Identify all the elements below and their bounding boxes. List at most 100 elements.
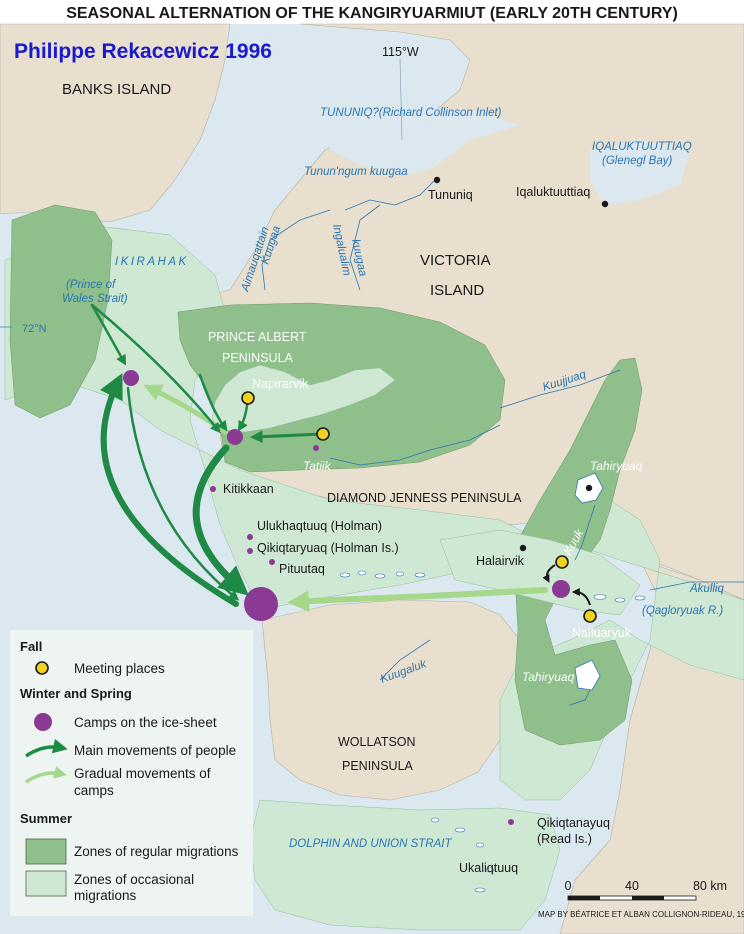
camp-kitikkaan	[210, 486, 216, 492]
latitude-label: 72°N	[22, 323, 47, 335]
main-arrow-big-up	[100, 372, 239, 607]
gradual-arrow-east	[287, 587, 548, 613]
main-movement-arrows	[90, 303, 324, 607]
place-read-is: (Read Is.)	[537, 832, 592, 846]
black-arrow-north	[542, 564, 556, 583]
meeting-kuuk	[555, 555, 569, 569]
legend-gradual-label-1: Gradual movements of	[74, 766, 211, 781]
water-tahiryuaq-north: Tahiryuaq	[590, 459, 643, 473]
scale-label-0: 0	[565, 879, 572, 893]
south-bay-channel	[439, 529, 641, 616]
place-nalluaryuk: Nalluaryuk	[572, 626, 632, 640]
scale-label-80: 80 km	[693, 879, 727, 893]
black-arrow-south	[571, 588, 591, 606]
place-halairvik: Halairvik	[476, 554, 525, 568]
region-prince-albert-peninsula: PENINSULA	[222, 351, 294, 365]
legend-regular-swatch	[25, 838, 67, 865]
place-qikiqtanayuq: Qikiqtanayuq	[537, 816, 610, 830]
camps	[123, 370, 570, 825]
legend-main-label: Main movements of people	[74, 743, 236, 758]
legend-winter-heading: Winter and Spring	[20, 686, 132, 701]
place-qikiqtaryuaq: Qikiqtaryuaq (Holman Is.)	[257, 541, 399, 555]
water-dolphin-union-strait: DOLPHIN AND UNION STRAIT	[289, 838, 452, 850]
island-dots	[339, 570, 646, 893]
regular-zone-banks	[9, 204, 113, 419]
map-source-credit: MAP BY BÉATRICE ET ALBAN COLLIGNON-RIDEA…	[538, 910, 744, 919]
camp-ulukhaqtuuq	[247, 534, 253, 540]
region-prince-albert: PRINCE ALBERT	[208, 330, 307, 344]
legend-regular-label: Zones of regular migrations	[74, 844, 239, 859]
legend-camp-symbol	[34, 713, 52, 731]
region-wollaston-peninsula: PENINSULA	[342, 759, 414, 773]
main-arrow-pws-to-camp-central	[90, 303, 221, 434]
author-credit: Philippe Rekacewicz 1996	[14, 40, 272, 63]
water-tununiq-inlet: TUNUNIQ?(Richard Collinson Inlet)	[320, 107, 502, 119]
legend-occasional-swatch	[25, 870, 67, 897]
place-napirarvik: Napirarvik	[252, 377, 309, 391]
region-island: ISLAND	[430, 282, 484, 299]
legend-occasional-label-2: migrations	[74, 888, 137, 903]
camp-large	[244, 587, 278, 621]
main-arrow-prince-albert	[198, 373, 228, 432]
legend-summer-heading: Summer	[20, 811, 72, 826]
legend-meeting-label: Meeting places	[74, 661, 165, 676]
meeting-napirarvik	[241, 391, 255, 405]
camp-east	[552, 580, 570, 598]
region-victoria: VICTORIA	[420, 252, 491, 269]
legend-gradual-arrow	[25, 766, 67, 784]
region-diamond-jenness: DIAMOND JENNESS PENINSULA	[327, 491, 522, 505]
dolphin-strait-zone	[249, 799, 561, 931]
richard-collinson-inlet	[330, 108, 520, 175]
main-arrow-tatiik	[249, 430, 324, 443]
place-ukaliqtuuq: Ukaliqtuuq	[459, 861, 518, 875]
meeting-tatiik	[316, 427, 330, 441]
meeting-nalluaryuk	[583, 609, 597, 623]
water-glenelg-bay: (Glenegl Bay)	[602, 155, 672, 167]
legend-camps-label: Camps on the ice-sheet	[74, 715, 217, 730]
legend-main-arrow	[25, 738, 68, 758]
place-pituutaq: Pituutaq	[279, 562, 325, 576]
legend-meeting-symbol	[35, 661, 49, 675]
scale-bar	[567, 895, 697, 901]
place-kitikkaan: Kitikkaan	[223, 482, 274, 496]
region-wollaston: WOLLATSON	[338, 735, 416, 749]
wollaston-peninsula	[261, 599, 521, 801]
water-tununngum-kuugaa: Tunun'ngum kuugaa	[304, 166, 408, 178]
longitude-label: 115°W	[382, 45, 419, 59]
camp-north	[123, 370, 139, 386]
scale-label-40: 40	[625, 879, 639, 893]
place-tununiq: Tununiq	[428, 188, 473, 202]
water-iqaluktuuttiaq: IQALUKTUUTTIAQ	[592, 141, 692, 153]
place-iqaluktuuttiaq: Iqaluktuuttiaq	[516, 185, 590, 199]
water-tahiryuaq-south: Tahiryuaq	[522, 670, 575, 684]
camp-central	[227, 429, 243, 445]
rivers	[261, 179, 744, 706]
place-ulukhaqtuuq: Ulukhaqtuuq (Holman)	[257, 519, 382, 533]
water-prince-of-wales-2: Wales Strait)	[62, 293, 128, 305]
lake-tahiryuaq-south	[574, 659, 601, 691]
legend-fall-heading: Fall	[20, 639, 42, 654]
banks-island	[0, 23, 231, 223]
region-banks-island: BANKS ISLAND	[62, 81, 171, 98]
main-arrow-camp-north-down	[126, 386, 240, 601]
legend-gradual-label-2: camps	[74, 783, 114, 798]
water-qagloryuak: (Qagloryuak R.)	[642, 605, 723, 617]
water-tatiik: Tatiik	[303, 459, 332, 473]
camp-read-is	[508, 819, 514, 825]
water-ikirahak: IKIRAHAK	[115, 256, 189, 268]
glenelg-bay	[590, 140, 690, 205]
legend-occasional-label-1: Zones of occasional	[74, 872, 194, 887]
main-arrow-pws-to-camp-north	[90, 303, 127, 366]
place-dots	[433, 176, 609, 552]
camp-pituutaq	[269, 559, 275, 565]
meridian-115w	[399, 57, 403, 141]
main-arrow-camp-central-down	[192, 444, 249, 596]
map-title: SEASONAL ALTERNATION OF THE KANGIRYUARMI…	[66, 5, 678, 22]
camp-qikiqtaryuaq	[247, 548, 253, 554]
water-akulliq: Akulliq	[689, 583, 724, 595]
water-prince-of-wales-1: (Prince of	[66, 279, 117, 291]
meeting-places	[241, 391, 597, 623]
camp-tatiik	[313, 445, 319, 451]
legend-symbols	[25, 661, 68, 897]
